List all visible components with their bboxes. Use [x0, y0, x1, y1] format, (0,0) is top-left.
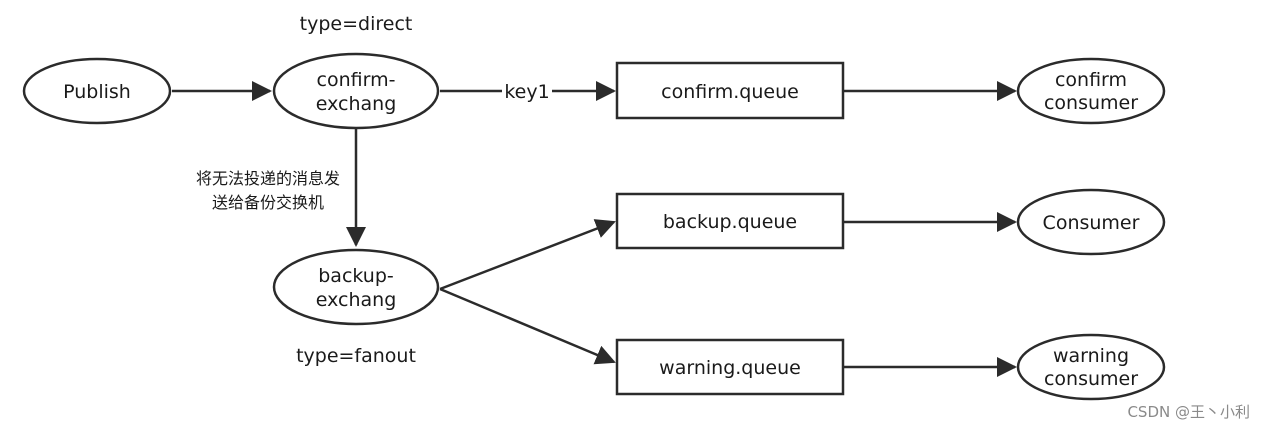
backup-exchange-label-line1: backup- — [318, 265, 394, 287]
backup-queue-label: backup.queue — [663, 211, 797, 233]
confirm-exchange-label-line1: confirm- — [317, 69, 396, 91]
node-warning-queue: warning.queue — [615, 338, 845, 396]
confirm-consumer-label-line1: confirm — [1055, 69, 1127, 91]
warning-consumer-label-line2: consumer — [1044, 368, 1138, 390]
backup-note-line2: 送给备份交换机 — [212, 193, 324, 212]
warning-consumer-label-line1: warning — [1053, 345, 1129, 367]
node-backup-exchange: backup- exchang — [272, 248, 440, 326]
backup-exchange-label-line2: exchang — [316, 289, 397, 311]
edge-backup-exchange-to-warning-queue — [439, 287, 616, 365]
consumer-label: Consumer — [1043, 212, 1140, 234]
confirm-exchange-label-line2: exchang — [316, 93, 397, 115]
node-confirm-queue: confirm.queue — [615, 61, 845, 120]
node-backup-queue: backup.queue — [615, 192, 845, 250]
node-warning-consumer: warning consumer — [1016, 333, 1166, 401]
type-direct-label: type=direct — [300, 13, 413, 35]
node-publish: Publish — [22, 57, 172, 125]
node-confirm-consumer: confirm consumer — [1016, 57, 1166, 125]
edge-backup-exchange-to-backup-queue — [439, 219, 616, 291]
backup-note-line1: 将无法投递的消息发 — [196, 169, 340, 188]
confirm-queue-label: confirm.queue — [661, 81, 799, 103]
type-fanout-label: type=fanout — [296, 345, 416, 367]
node-consumer: Consumer — [1016, 188, 1166, 256]
watermark: CSDN @王丶小利 — [1127, 403, 1250, 421]
key1-label: key1 — [504, 81, 549, 103]
warning-queue-label: warning.queue — [659, 357, 801, 379]
confirm-consumer-label-line2: consumer — [1044, 92, 1138, 114]
node-confirm-exchange: confirm- exchang — [272, 52, 440, 130]
publish-label: Publish — [63, 81, 131, 103]
